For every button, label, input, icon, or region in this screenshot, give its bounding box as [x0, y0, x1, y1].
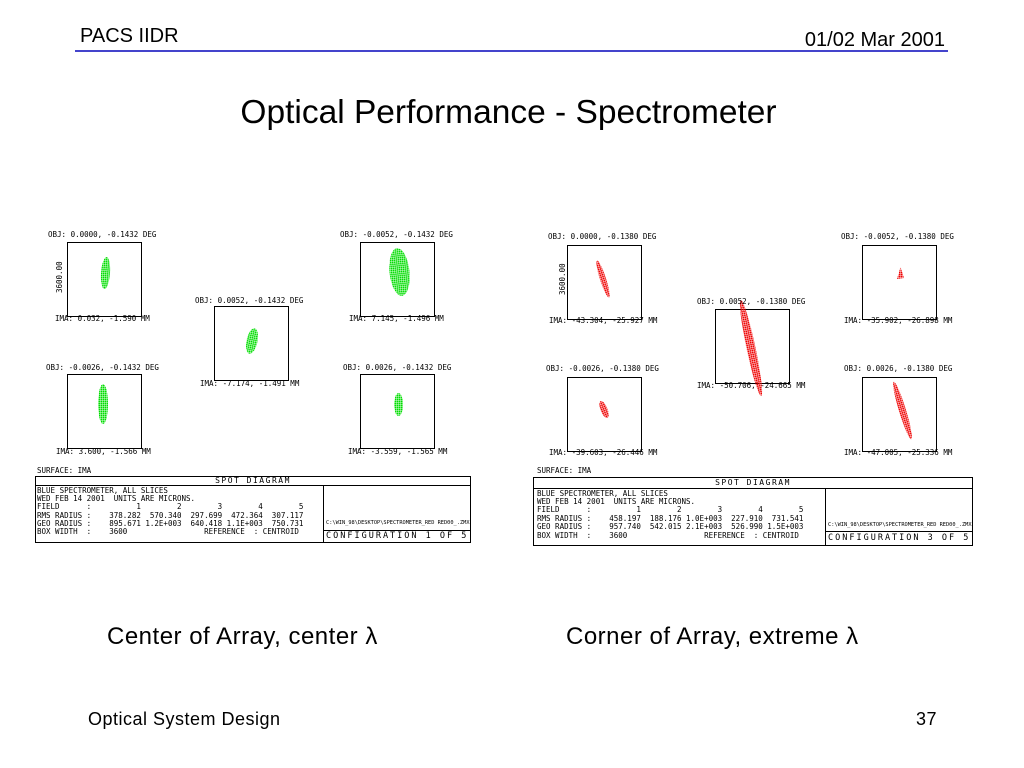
file-path: C:\WIN_98\DESKTOP\SPECTROMETER_RED RED00…	[828, 522, 972, 528]
info-line: BLUE SPECTROMETER, ALL SLICES	[537, 489, 668, 498]
field-box-2	[360, 242, 435, 317]
spot-1	[596, 260, 610, 298]
field-box-4	[567, 377, 642, 452]
field-obj-label: OBJ: 0.0026, -0.1380 DEG	[844, 364, 953, 373]
footer-label: Optical System Design	[88, 709, 281, 729]
field-ima-label: IMA: -50.706, -24.665 MM	[697, 381, 806, 390]
info-line: RMS RADIUS : 378.282 570.340 297.699 472…	[37, 511, 304, 520]
field-obj-label: OBJ: -0.0052, -0.1432 DEG	[340, 230, 453, 239]
spot-2	[389, 248, 410, 296]
field-box-3	[715, 309, 790, 384]
info-line: BLUE SPECTROMETER, ALL SLICES	[37, 486, 168, 495]
field-box-5	[360, 374, 435, 449]
field-obj-label: OBJ: 0.0052, -0.1380 DEG	[697, 297, 806, 306]
spot-diagram-center: OBJ: 0.0000, -0.1432 DEG IMA: 0.032, -1.…	[35, 225, 471, 543]
spot-3	[245, 328, 259, 354]
spot-1	[100, 257, 111, 289]
field-ima-label: IMA: -3.559, -1.565 MM	[348, 447, 448, 456]
field-box-1	[67, 242, 142, 317]
surface-label: SURFACE: IMA	[537, 466, 592, 475]
field-box-3	[214, 306, 289, 381]
header-rule	[75, 50, 948, 52]
page-number: 37	[915, 709, 937, 729]
spot-5	[893, 381, 912, 440]
info-box	[35, 476, 471, 543]
spot-4	[98, 384, 108, 424]
field-ima-label: IMA: 3.600, -1.566 MM	[56, 447, 151, 456]
field-obj-label: OBJ: -0.0026, -0.1432 DEG	[46, 363, 159, 372]
header-date: 01/02 Mar 2001	[804, 29, 945, 51]
spot-5	[394, 393, 403, 416]
field-ima-label: IMA: 0.032, -1.590 MM	[55, 314, 150, 323]
field-obj-label: OBJ: 0.0000, -0.1432 DEG	[48, 230, 157, 239]
caption-corner-array: Corner of Array, extreme λ	[566, 623, 859, 650]
configuration-label: CONFIGURATION 3 OF 5	[828, 533, 971, 543]
spot-diagram-corner: OBJ: 0.0000, -0.1380 DEG IMA: -43.304, -…	[533, 228, 973, 546]
info-line: FIELD : 1 2 3 4 5	[37, 502, 304, 511]
spot-diagram-heading: SPOT DIAGRAM	[715, 478, 791, 487]
header-title: PACS IIDR	[80, 25, 179, 47]
spot-4	[599, 401, 609, 418]
field-obj-label: OBJ: 0.0000, -0.1380 DEG	[548, 232, 657, 241]
field-ima-label: IMA: -35.902, -26.898 MM	[844, 316, 953, 325]
info-line: BOX WIDTH : 3600 REFERENCE : CENTROID	[537, 531, 799, 540]
info-line: BOX WIDTH : 3600 REFERENCE : CENTROID	[37, 527, 299, 536]
info-line: WED FEB 14 2001 UNITS ARE MICRONS.	[37, 494, 196, 503]
field-obj-label: OBJ: -0.0026, -0.1380 DEG	[546, 364, 659, 373]
info-line: WED FEB 14 2001 UNITS ARE MICRONS.	[537, 497, 696, 506]
info-line: RMS RADIUS : 458.197 188.176 1.0E+003 22…	[537, 514, 804, 523]
slide-title: Optical Performance - Spectrometer	[240, 94, 777, 131]
spot-diagram-heading: SPOT DIAGRAM	[215, 476, 291, 485]
field-obj-label: OBJ: 0.0026, -0.1432 DEG	[343, 363, 452, 372]
field-ima-label: IMA: -7.174, -1.491 MM	[200, 379, 300, 388]
field-box-4	[67, 374, 142, 449]
info-line: FIELD : 1 2 3 4 5	[537, 505, 804, 514]
field-box-1	[567, 245, 642, 320]
info-line: GEO RADIUS : 957.740 542.015 2.1E+003 52…	[537, 522, 804, 531]
scale-label: 3600.00	[558, 263, 567, 295]
file-path: C:\WIN_98\DESKTOP\SPECTROMETER_RED RED00…	[326, 520, 470, 526]
field-box-5	[862, 377, 937, 452]
field-obj-label: OBJ: -0.0052, -0.1380 DEG	[841, 232, 954, 241]
field-ima-label: IMA: -47.005, -25.336 MM	[844, 448, 953, 457]
spot-2	[897, 267, 904, 279]
spot-3	[739, 300, 763, 396]
info-box	[533, 477, 973, 546]
field-box-2	[862, 245, 937, 320]
caption-center-array: Center of Array, center λ	[107, 623, 378, 650]
spot-diagram-graphic	[35, 242, 471, 543]
field-ima-label: IMA: 7.145, -1.496 MM	[349, 314, 444, 323]
spot-diagram-graphic	[533, 245, 973, 546]
field-ima-label: IMA: -39.603, -26.446 MM	[549, 448, 658, 457]
field-obj-label: OBJ: 0.0052, -0.1432 DEG	[195, 296, 304, 305]
surface-label: SURFACE: IMA	[37, 466, 92, 475]
scale-label: 3600.00	[55, 261, 64, 293]
configuration-label: CONFIGURATION 1 OF 5	[326, 531, 469, 541]
field-ima-label: IMA: -43.304, -25.927 MM	[549, 316, 658, 325]
info-line: GEO RADIUS : 895.671 1.2E+003 640.418 1.…	[37, 519, 304, 528]
